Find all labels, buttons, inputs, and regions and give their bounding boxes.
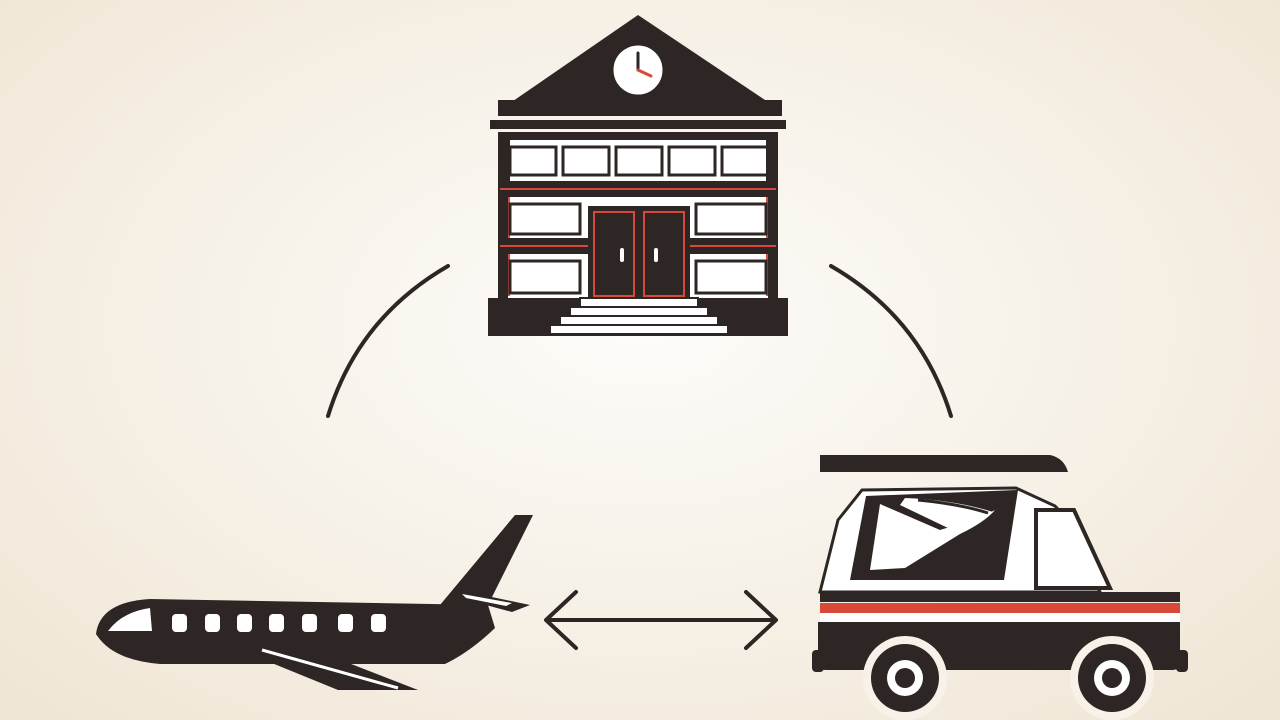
left-arc xyxy=(326,264,450,418)
airplane-windows xyxy=(170,612,388,634)
building-door xyxy=(588,206,690,298)
eagle-logo-icon xyxy=(850,490,1018,580)
government-building-icon xyxy=(488,15,788,336)
building-steps xyxy=(549,297,729,335)
connector-arcs xyxy=(326,264,953,418)
mail-truck-icon xyxy=(812,455,1188,720)
truck-window xyxy=(1034,508,1114,590)
airplane-icon xyxy=(96,515,533,690)
truck-wheel-front xyxy=(871,644,939,712)
double-arrow-icon xyxy=(544,590,778,650)
clock-icon xyxy=(610,42,666,98)
right-arc xyxy=(829,264,953,418)
truck-wheel-rear xyxy=(1078,644,1146,712)
